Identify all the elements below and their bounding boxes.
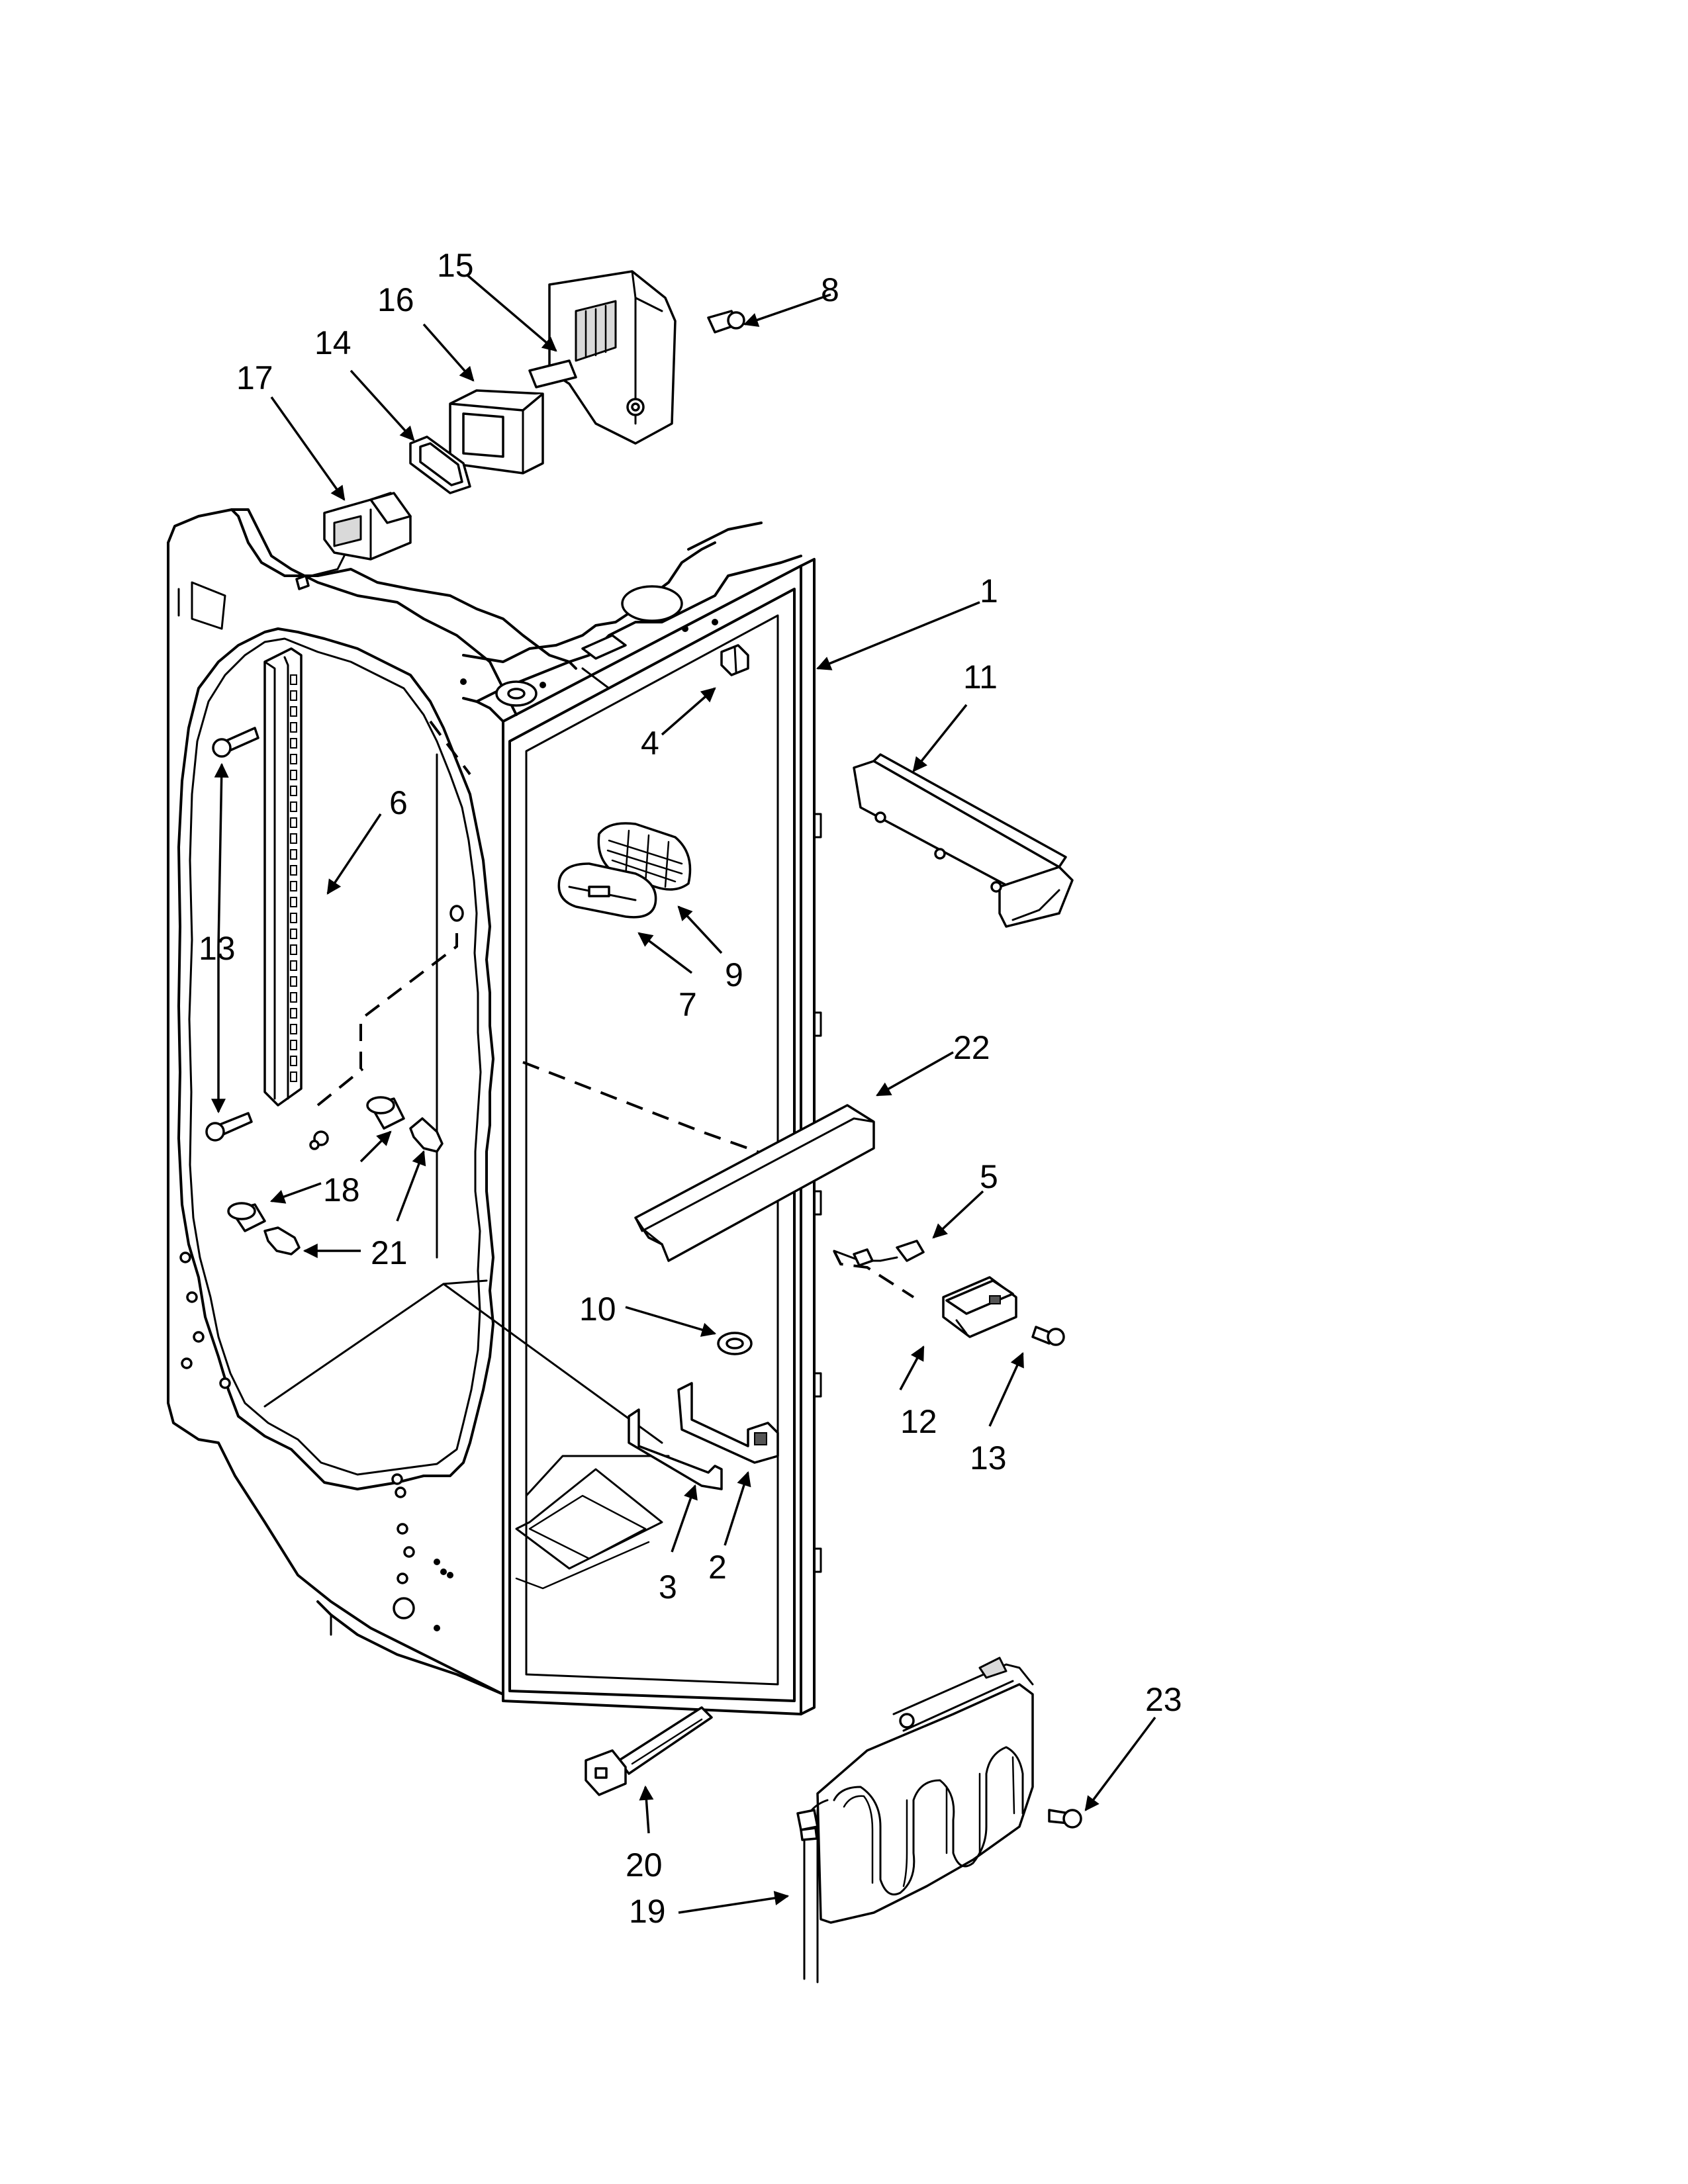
screw-13-right (1031, 1326, 1065, 1346)
screw-8 (707, 310, 745, 334)
ladder-slot (290, 1024, 297, 1034)
grommet-10 (717, 1332, 753, 1355)
bracket-3 (628, 1408, 723, 1490)
channel-11 (853, 753, 1074, 928)
ladder-slot (290, 881, 297, 891)
callout-12: 12 (900, 1403, 937, 1440)
ladder-slot (290, 865, 297, 876)
callout-2: 2 (708, 1549, 727, 1586)
ladder-slot (290, 674, 297, 685)
ladder-slot (290, 913, 297, 923)
ladder-slot (290, 897, 297, 907)
screw-23 (1048, 1809, 1082, 1829)
callout-9: 9 (725, 956, 743, 993)
gasket-14 (409, 435, 471, 494)
cabinet-liner (167, 508, 915, 1715)
ladder-slot (290, 944, 297, 955)
ladder-slot (290, 1040, 297, 1050)
ladder-slot (290, 706, 297, 717)
ladder-slot (290, 738, 297, 749)
callout-labels: 15 8 16 14 17 1 11 4 6 13 9 7 22 5 18 21… (199, 247, 1182, 1930)
switch-12 (942, 1276, 1017, 1338)
callout-16: 16 (377, 281, 414, 318)
bulb-21-upper (409, 1117, 444, 1153)
leader-lines (211, 273, 1156, 1914)
flap-15 (528, 359, 577, 388)
ladder-slot (290, 690, 297, 701)
callout-1: 1 (980, 572, 998, 610)
callout-13-right: 13 (970, 1439, 1007, 1477)
callout-21: 21 (371, 1234, 408, 1271)
ladder-slots (290, 674, 297, 1082)
ladder-slot (290, 754, 297, 764)
lamp-socket-18-lower (227, 1202, 266, 1232)
ladder-slot (290, 801, 297, 812)
callout-3: 3 (659, 1569, 677, 1606)
callout-5: 5 (980, 1158, 998, 1195)
callout-11: 11 (963, 659, 998, 696)
callout-23: 23 (1145, 1681, 1182, 1718)
shelf-ladder-6 (263, 647, 303, 1107)
ladder-slot (290, 976, 297, 987)
ladder-slot (290, 1008, 297, 1019)
heater-19 (796, 1657, 1034, 1983)
cover-7 (557, 862, 657, 919)
callout-4: 4 (641, 725, 659, 762)
callout-14: 14 (314, 324, 352, 361)
ladder-slot (290, 722, 297, 733)
bulb-21-lower (263, 1226, 301, 1255)
clip-4 (720, 644, 749, 676)
damper-17 (295, 492, 412, 590)
callout-18: 18 (323, 1171, 360, 1208)
ladder-slot (290, 770, 297, 780)
callout-17: 17 (236, 359, 273, 396)
callout-10: 10 (579, 1291, 616, 1328)
screw-13-lower (205, 1112, 253, 1142)
callout-7: 7 (679, 986, 697, 1023)
lamp-socket-18-upper (366, 1096, 405, 1130)
callout-13-left: 13 (199, 930, 236, 967)
callout-6: 6 (389, 784, 408, 821)
ladder-slot (290, 1056, 297, 1066)
ladder-slot (290, 833, 297, 844)
callout-15: 15 (437, 247, 474, 284)
callout-20: 20 (626, 1846, 663, 1884)
cable-tie-20 (585, 1706, 713, 1796)
ladder-slot (290, 849, 297, 860)
bracket-2 (677, 1382, 779, 1464)
rail-22 (634, 1104, 875, 1262)
ladder-slot (290, 992, 297, 1003)
harness-5 (833, 1240, 925, 1267)
callout-22: 22 (953, 1029, 990, 1066)
filter-box-16 (449, 389, 544, 475)
screw-13-upper (212, 727, 259, 758)
callout-8: 8 (821, 271, 839, 308)
ladder-slot (290, 960, 297, 971)
ladder-slot (290, 1071, 297, 1082)
callout-19: 19 (629, 1893, 666, 1930)
ladder-slot (290, 929, 297, 939)
ladder-slot (290, 817, 297, 828)
ladder-slot (290, 786, 297, 796)
housing-15 (548, 270, 677, 445)
